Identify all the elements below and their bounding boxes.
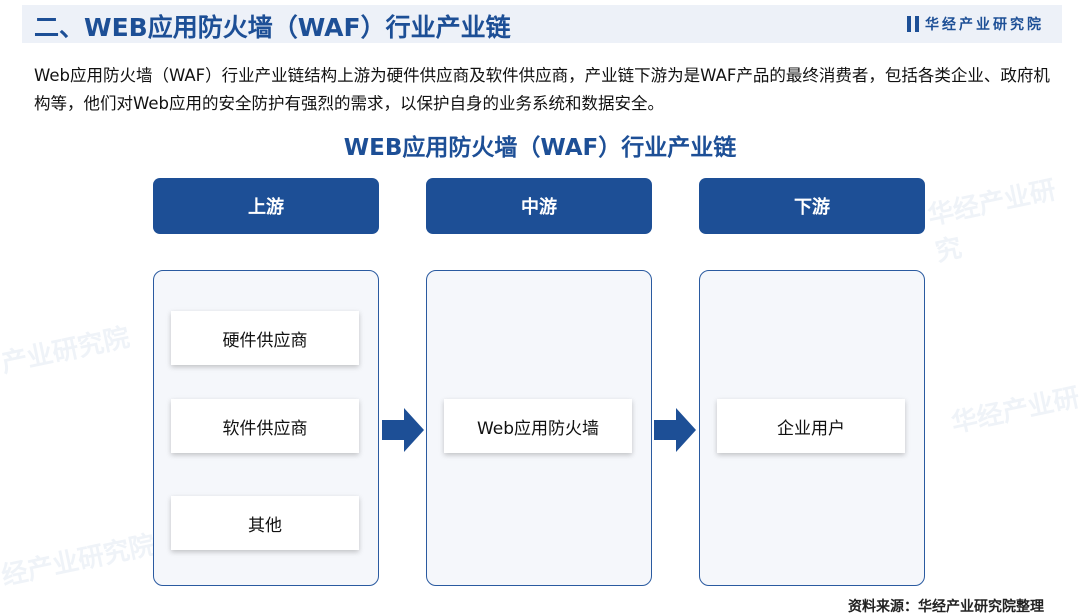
downstream-item: 企业用户 (717, 399, 905, 453)
upstream-header: 上游 (153, 178, 379, 234)
diagram-title: WEB应用防火墙（WAF）行业产业链 (343, 135, 737, 161)
upstream-item: 硬件供应商 (171, 311, 359, 365)
brand-logo: 华经产业研究院 (907, 14, 1044, 34)
midstream-column: Web应用防火墙 (426, 270, 652, 586)
source-note: 资料来源：华经产业研究院整理 (848, 599, 1044, 615)
midstream-header: 中游 (426, 178, 652, 234)
midstream-item: Web应用防火墙 (444, 399, 632, 453)
arrow-right-icon (654, 408, 696, 452)
upstream-item: 软件供应商 (171, 399, 359, 453)
upstream-item: 其他 (171, 496, 359, 550)
logo-text: 华经产业研究院 (925, 17, 1044, 33)
downstream-header: 下游 (699, 178, 925, 234)
logo-icon (907, 16, 919, 32)
intro-text: Web应用防火墙（WAF）行业产业链结构上游为硬件供应商及软件供应商，产业链下游… (34, 66, 1050, 113)
upstream-column: 硬件供应商 软件供应商 其他 (153, 270, 379, 586)
downstream-column: 企业用户 (699, 270, 925, 586)
arrow-right-icon (382, 408, 424, 452)
title-bar: 二、WEB应用防火墙（WAF）行业产业链 华经产业研究院 (22, 5, 1062, 43)
page-title: 二、WEB应用防火墙（WAF）行业产业链 (34, 13, 511, 42)
